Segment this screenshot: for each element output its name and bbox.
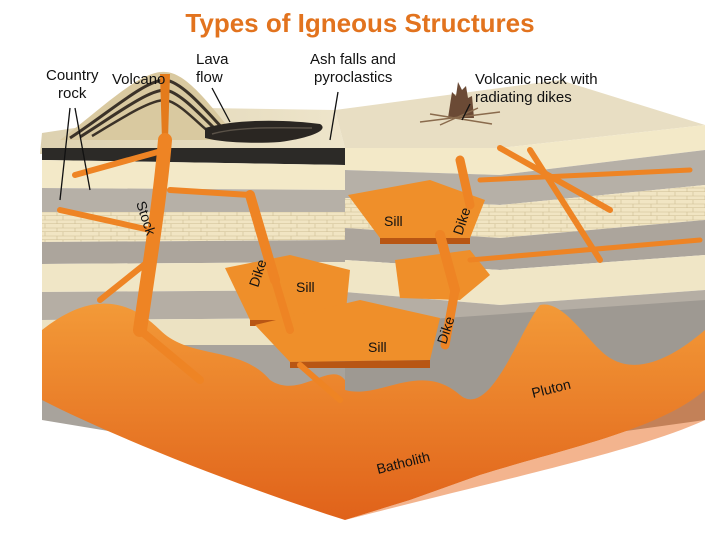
ground-surface-right (335, 80, 705, 148)
label-country-rock-line1: Country (46, 67, 99, 84)
label-neck-line1: Volcanic neck with (475, 71, 598, 88)
label-sill-upper: Sill (384, 213, 403, 229)
dikes-network (57, 133, 703, 403)
sill-lower (255, 300, 440, 368)
label-ash-line2: pyroclastics (314, 69, 392, 86)
volcanic-neck (448, 82, 474, 118)
sill-right-mid (395, 250, 490, 300)
sill-upper (348, 180, 485, 244)
label-lava-flow-line2: flow (196, 69, 223, 86)
volcano-cone (60, 71, 240, 140)
leader-lines (59, 87, 471, 201)
batholith (42, 303, 705, 520)
label-country-rock-line2: rock (58, 85, 87, 102)
label-lava-flow-line1: Lava (196, 51, 229, 68)
label-sill-lower: Sill (368, 339, 387, 355)
label-ash-line1: Ash falls and (310, 51, 396, 68)
label-neck-line2: radiating dikes (475, 89, 572, 106)
lava-flow (205, 120, 323, 143)
diagram-title: Types of Igneous Structures (185, 8, 535, 38)
label-volcano: Volcano (112, 71, 165, 88)
label-sill-middle: Sill (296, 279, 315, 295)
